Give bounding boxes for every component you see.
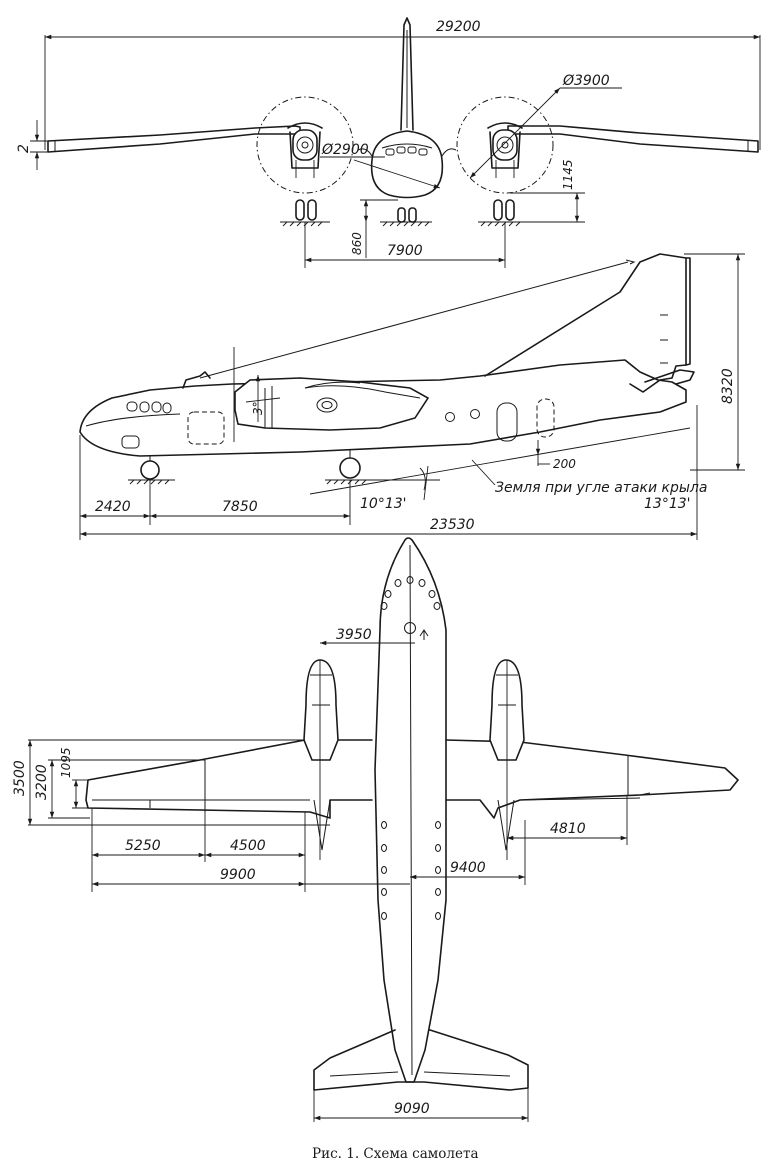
- nacelle-offset-label: 3950: [336, 627, 372, 643]
- left-nacelle-front: [287, 122, 323, 178]
- side-fuselage: [79, 359, 687, 457]
- ground-angle-label: 13°13': [644, 496, 690, 512]
- top-tailplane: [313, 1029, 529, 1091]
- top-wing-left: [85, 739, 373, 819]
- inner-segment-label: 4500: [230, 838, 266, 854]
- front-wing-right: [507, 125, 759, 153]
- half-span-left-label: 9900: [220, 867, 256, 883]
- ground-label: Земля при угле атаки крыла: [495, 480, 707, 496]
- flap-offset-label: 1095: [59, 747, 73, 778]
- front-view: 29200 2: [16, 17, 761, 268]
- tail-clearance-label: 200: [553, 457, 576, 471]
- top-wing-right: [445, 739, 739, 819]
- top-cabin-windows: [381, 821, 441, 920]
- track-label: 7900: [387, 243, 423, 259]
- figure-caption: Рис. 1. Схема самолета: [312, 1146, 479, 1162]
- half-span-right-label: 9400: [450, 860, 486, 876]
- gear-height-label: 860: [350, 232, 364, 255]
- chord-root-label: 3500: [12, 760, 28, 796]
- top-view: 3950 3500 3200 1095 5250 4500 9900 4810 …: [12, 537, 739, 1122]
- side-stabilizer: [644, 369, 695, 385]
- nose-offset-label: 2420: [95, 499, 131, 515]
- side-view: 3° 10°13' Земля при угле атаки крыла 13°…: [79, 253, 745, 540]
- tipback-angle-label: 10°13': [360, 496, 406, 512]
- aileron-span-label: 4810: [550, 821, 586, 837]
- top-nacelle-left: [303, 659, 339, 851]
- length-label: 23530: [430, 517, 475, 533]
- front-fuselage: [370, 130, 444, 199]
- top-fuselage: [374, 537, 447, 1083]
- prop-clearance-label: 1145: [561, 159, 575, 190]
- top-cockpit-windows: [380, 576, 441, 610]
- front-fin: [400, 17, 414, 131]
- outer-segment-label: 5250: [125, 838, 161, 854]
- front-wing-left: [47, 125, 301, 153]
- fuselage-diameter-label: Ø2900: [321, 142, 369, 158]
- nacelle-angle-label: 3°: [251, 401, 265, 415]
- chord-mid-label: 3200: [34, 764, 50, 800]
- front-gear: [280, 199, 530, 227]
- wheelbase-label: 7850: [222, 499, 258, 515]
- dihedral-label: 2: [16, 144, 32, 153]
- span-label: 29200: [436, 19, 481, 35]
- prop-diameter-label: Ø3900: [562, 73, 610, 89]
- side-nacelle: [234, 377, 430, 431]
- left-prop-disc: [256, 96, 354, 194]
- stabilizer-span-label: 9090: [394, 1101, 430, 1117]
- height-label: 8320: [720, 368, 736, 404]
- cockpit-windows: [126, 401, 172, 414]
